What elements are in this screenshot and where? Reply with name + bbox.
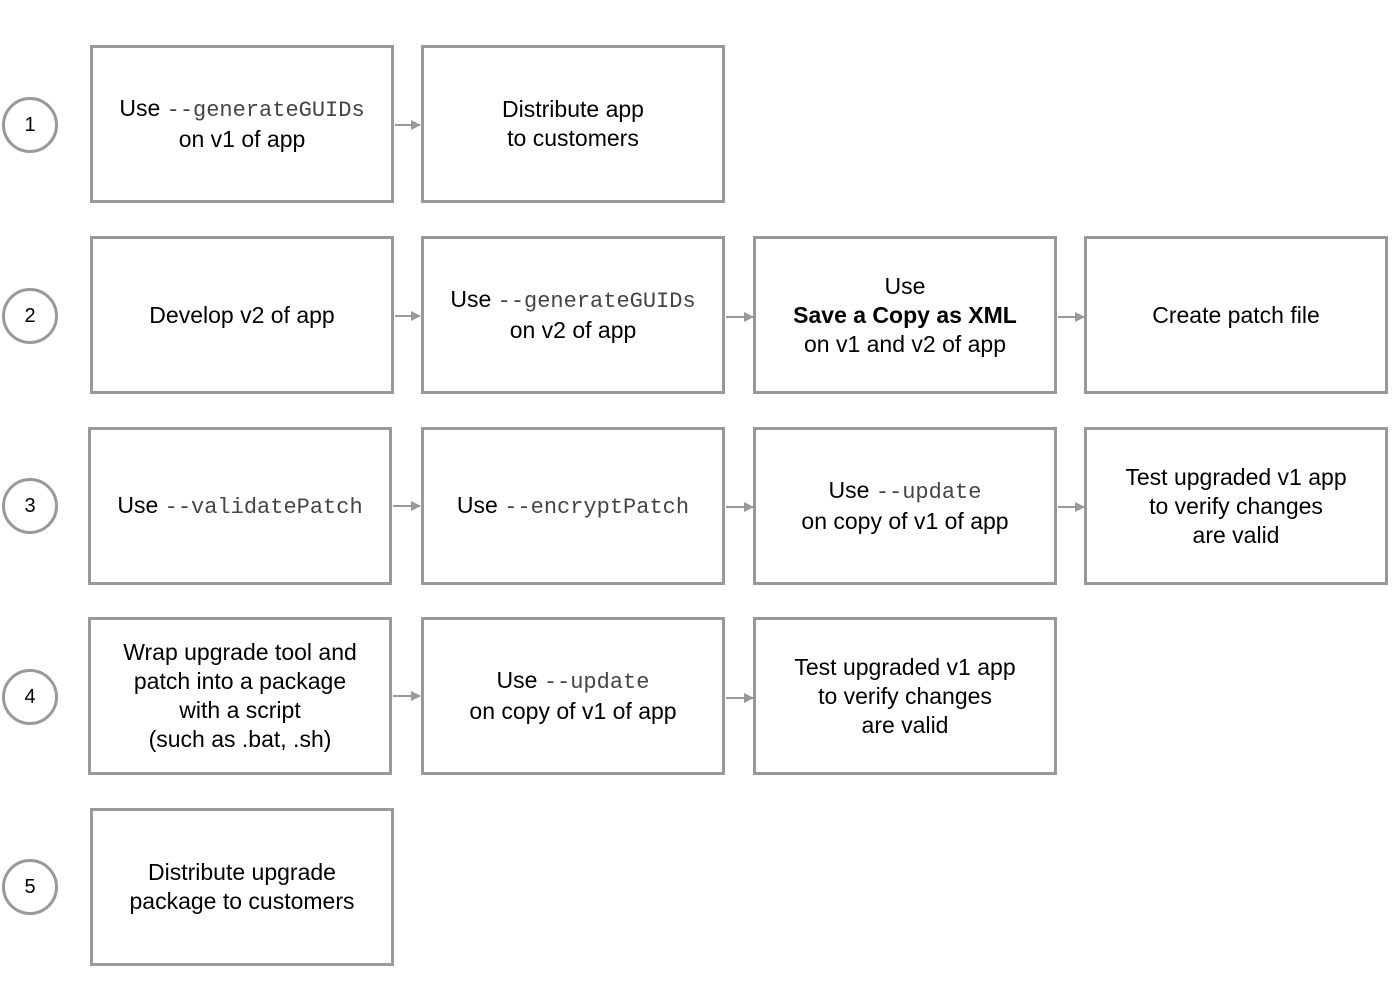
s3-test-line3: are valid <box>1192 521 1280 548</box>
s4-test-line1: Test upgraded v1 app <box>794 653 1016 680</box>
s1-generate-prefix: Use <box>119 95 167 121</box>
s4-wrap-box: Wrap upgrade tool and patch into a packa… <box>88 617 392 775</box>
s5-distribute-line2: package to customers <box>129 888 355 914</box>
s3-validate-code: --validatePatch <box>164 494 363 520</box>
s1-generate-code: --generateGUIDs <box>166 98 365 123</box>
step-4-circle: 4 <box>2 669 58 725</box>
s4-wrap-line3: with a script <box>179 697 301 723</box>
s4-update-line2: on copy of v1 of app <box>469 698 677 724</box>
s2-develop-line1: Develop v2 of app <box>149 301 335 328</box>
s2-save-xml-line1: Use <box>884 272 926 299</box>
s1-generate-guids-box: Use --generateGUIDs on v1 of app <box>90 45 394 203</box>
s1-generate-line2: on v1 of app <box>178 126 306 152</box>
s3-encrypt-prefix: Use <box>456 491 505 518</box>
s3-test-line2: to verify changes <box>1149 492 1323 519</box>
s4-wrap-line2: patch into a package <box>133 668 347 694</box>
s2-develop-box: Develop v2 of app <box>90 236 394 394</box>
s4-test-line3: are valid <box>861 711 949 738</box>
s3-update-line1: Use --update <box>829 476 982 507</box>
s4-update-prefix: Use <box>496 667 544 693</box>
step-3-number: 3 <box>24 494 36 517</box>
s4-test-line2: to verify changes <box>818 682 992 709</box>
s1-distribute-box: Distribute app to customers <box>421 45 725 203</box>
s1-distribute-line2: to customers <box>507 125 639 151</box>
step-2-circle: 2 <box>2 288 58 344</box>
s4-wrap-line4: (such as .bat, .sh) <box>148 726 332 752</box>
step-2-number: 2 <box>24 304 36 327</box>
s3-validate-box: Use --validatePatch <box>88 427 392 585</box>
s4-update-line1: Use --update <box>497 666 650 697</box>
s2-save-xml-bold: Save a Copy as XML <box>793 301 1017 328</box>
s1-distribute-line1: Distribute app <box>502 96 644 122</box>
step-1-circle: 1 <box>2 97 58 153</box>
s1-generate-line1: Use --generateGUIDs <box>119 94 364 125</box>
s5-distribute-box: Distribute upgrade package to customers <box>90 808 394 966</box>
s2-generate-prefix: Use <box>450 286 498 312</box>
s2-generate-line2: on v2 of app <box>509 317 637 343</box>
s2-patch-box: Create patch file <box>1084 236 1388 394</box>
s3-test-line1: Test upgraded v1 app <box>1125 463 1347 490</box>
s3-update-prefix: Use <box>828 477 876 503</box>
step-3-circle: 3 <box>2 478 58 534</box>
s4-wrap-line1: Wrap upgrade tool and <box>123 639 357 665</box>
s5-distribute-line1: Distribute upgrade <box>148 859 336 885</box>
s3-encrypt-code: --encryptPatch <box>504 494 690 520</box>
s3-update-code: --update <box>875 480 982 505</box>
s2-generate-code: --generateGUIDs <box>497 289 696 314</box>
s3-update-line2: on copy of v1 of app <box>801 508 1009 534</box>
s3-encrypt-line1: Use --encryptPatch <box>457 491 689 522</box>
s4-test-box: Test upgraded v1 app to verify changes a… <box>753 617 1057 775</box>
step-1-number: 1 <box>24 113 36 136</box>
s3-update-box: Use --update on copy of v1 of app <box>753 427 1057 585</box>
s3-validate-prefix: Use <box>117 491 165 518</box>
step-5-number: 5 <box>24 875 36 898</box>
s3-encrypt-box: Use --encryptPatch <box>421 427 725 585</box>
s2-patch-line1: Create patch file <box>1152 301 1320 328</box>
s4-update-code: --update <box>543 670 650 695</box>
s2-generate-guids-box: Use --generateGUIDs on v2 of app <box>421 236 725 394</box>
s2-save-xml-line3: on v1 and v2 of app <box>803 330 1007 357</box>
s2-generate-line1: Use --generateGUIDs <box>450 285 695 316</box>
s2-save-xml-box: Use Save a Copy as XML on v1 and v2 of a… <box>753 236 1057 394</box>
step-4-number: 4 <box>24 685 36 708</box>
step-5-circle: 5 <box>2 859 58 915</box>
s3-validate-line1: Use --validatePatch <box>117 491 362 522</box>
s3-test-box: Test upgraded v1 app to verify changes a… <box>1084 427 1388 585</box>
s4-update-box: Use --update on copy of v1 of app <box>421 617 725 775</box>
